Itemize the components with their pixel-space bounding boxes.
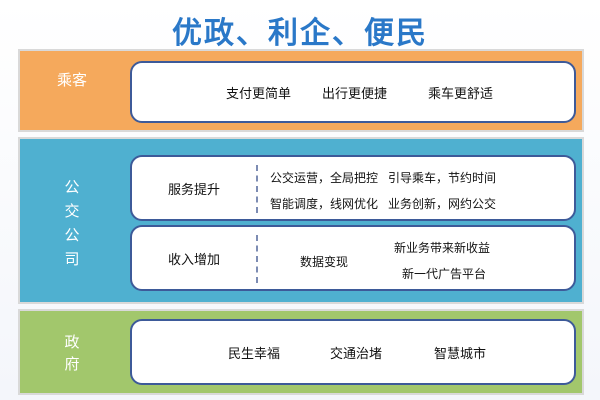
government-label: 政府	[20, 331, 124, 375]
passenger-item-3: 乘车更舒适	[428, 87, 494, 102]
page-title: 优政、利企、便民	[172, 16, 428, 51]
revenue-card: 收入增加 数据变现 新业务带来新收益 新一代广告平台	[130, 225, 576, 291]
revenue-item-2: 新业务带来新收益	[394, 241, 491, 255]
service-item-2: 引导乘车，节约时间	[388, 171, 497, 185]
government-band: 政府 民生幸福 交通治堵 智慧城市	[18, 309, 584, 395]
revenue-heading: 收入增加	[168, 253, 221, 268]
revenue-item-3: 新一代广告平台	[402, 267, 487, 281]
service-divider	[256, 165, 258, 213]
service-item-4: 业务创新，网约公交	[388, 197, 497, 211]
passenger-band: 乘客 支付更简单 出行更便捷 乘车更舒适	[18, 49, 584, 132]
service-item-3: 智能调度，线网优化	[270, 197, 379, 211]
service-item-1: 公交运营，全局把控	[270, 171, 379, 185]
revenue-divider	[256, 235, 258, 283]
government-item-3: 智慧城市	[434, 347, 487, 362]
government-card: 民生幸福 交通治堵 智慧城市	[130, 319, 576, 385]
passenger-label: 乘客	[20, 69, 124, 91]
passenger-item-2: 出行更便捷	[322, 87, 388, 102]
service-heading: 服务提升	[168, 183, 221, 198]
government-item-2: 交通治堵	[330, 347, 383, 362]
passenger-label-text: 乘客	[57, 71, 88, 89]
government-label-text: 政府	[64, 333, 80, 373]
service-card: 服务提升 公交运营，全局把控 引导乘车，节约时间 智能调度，线网优化 业务创新，…	[130, 155, 576, 221]
revenue-item-1: 数据变现	[300, 255, 349, 269]
bus-company-label: 公交公司	[20, 175, 124, 271]
passenger-card: 支付更简单 出行更便捷 乘车更舒适	[130, 61, 576, 123]
government-item-1: 民生幸福	[228, 347, 281, 362]
bus-company-band: 公交公司 服务提升 公交运营，全局把控 引导乘车，节约时间 智能调度，线网优化 …	[18, 137, 584, 304]
bus-company-label-text: 公交公司	[64, 178, 80, 268]
passenger-item-1: 支付更简单	[226, 87, 292, 102]
